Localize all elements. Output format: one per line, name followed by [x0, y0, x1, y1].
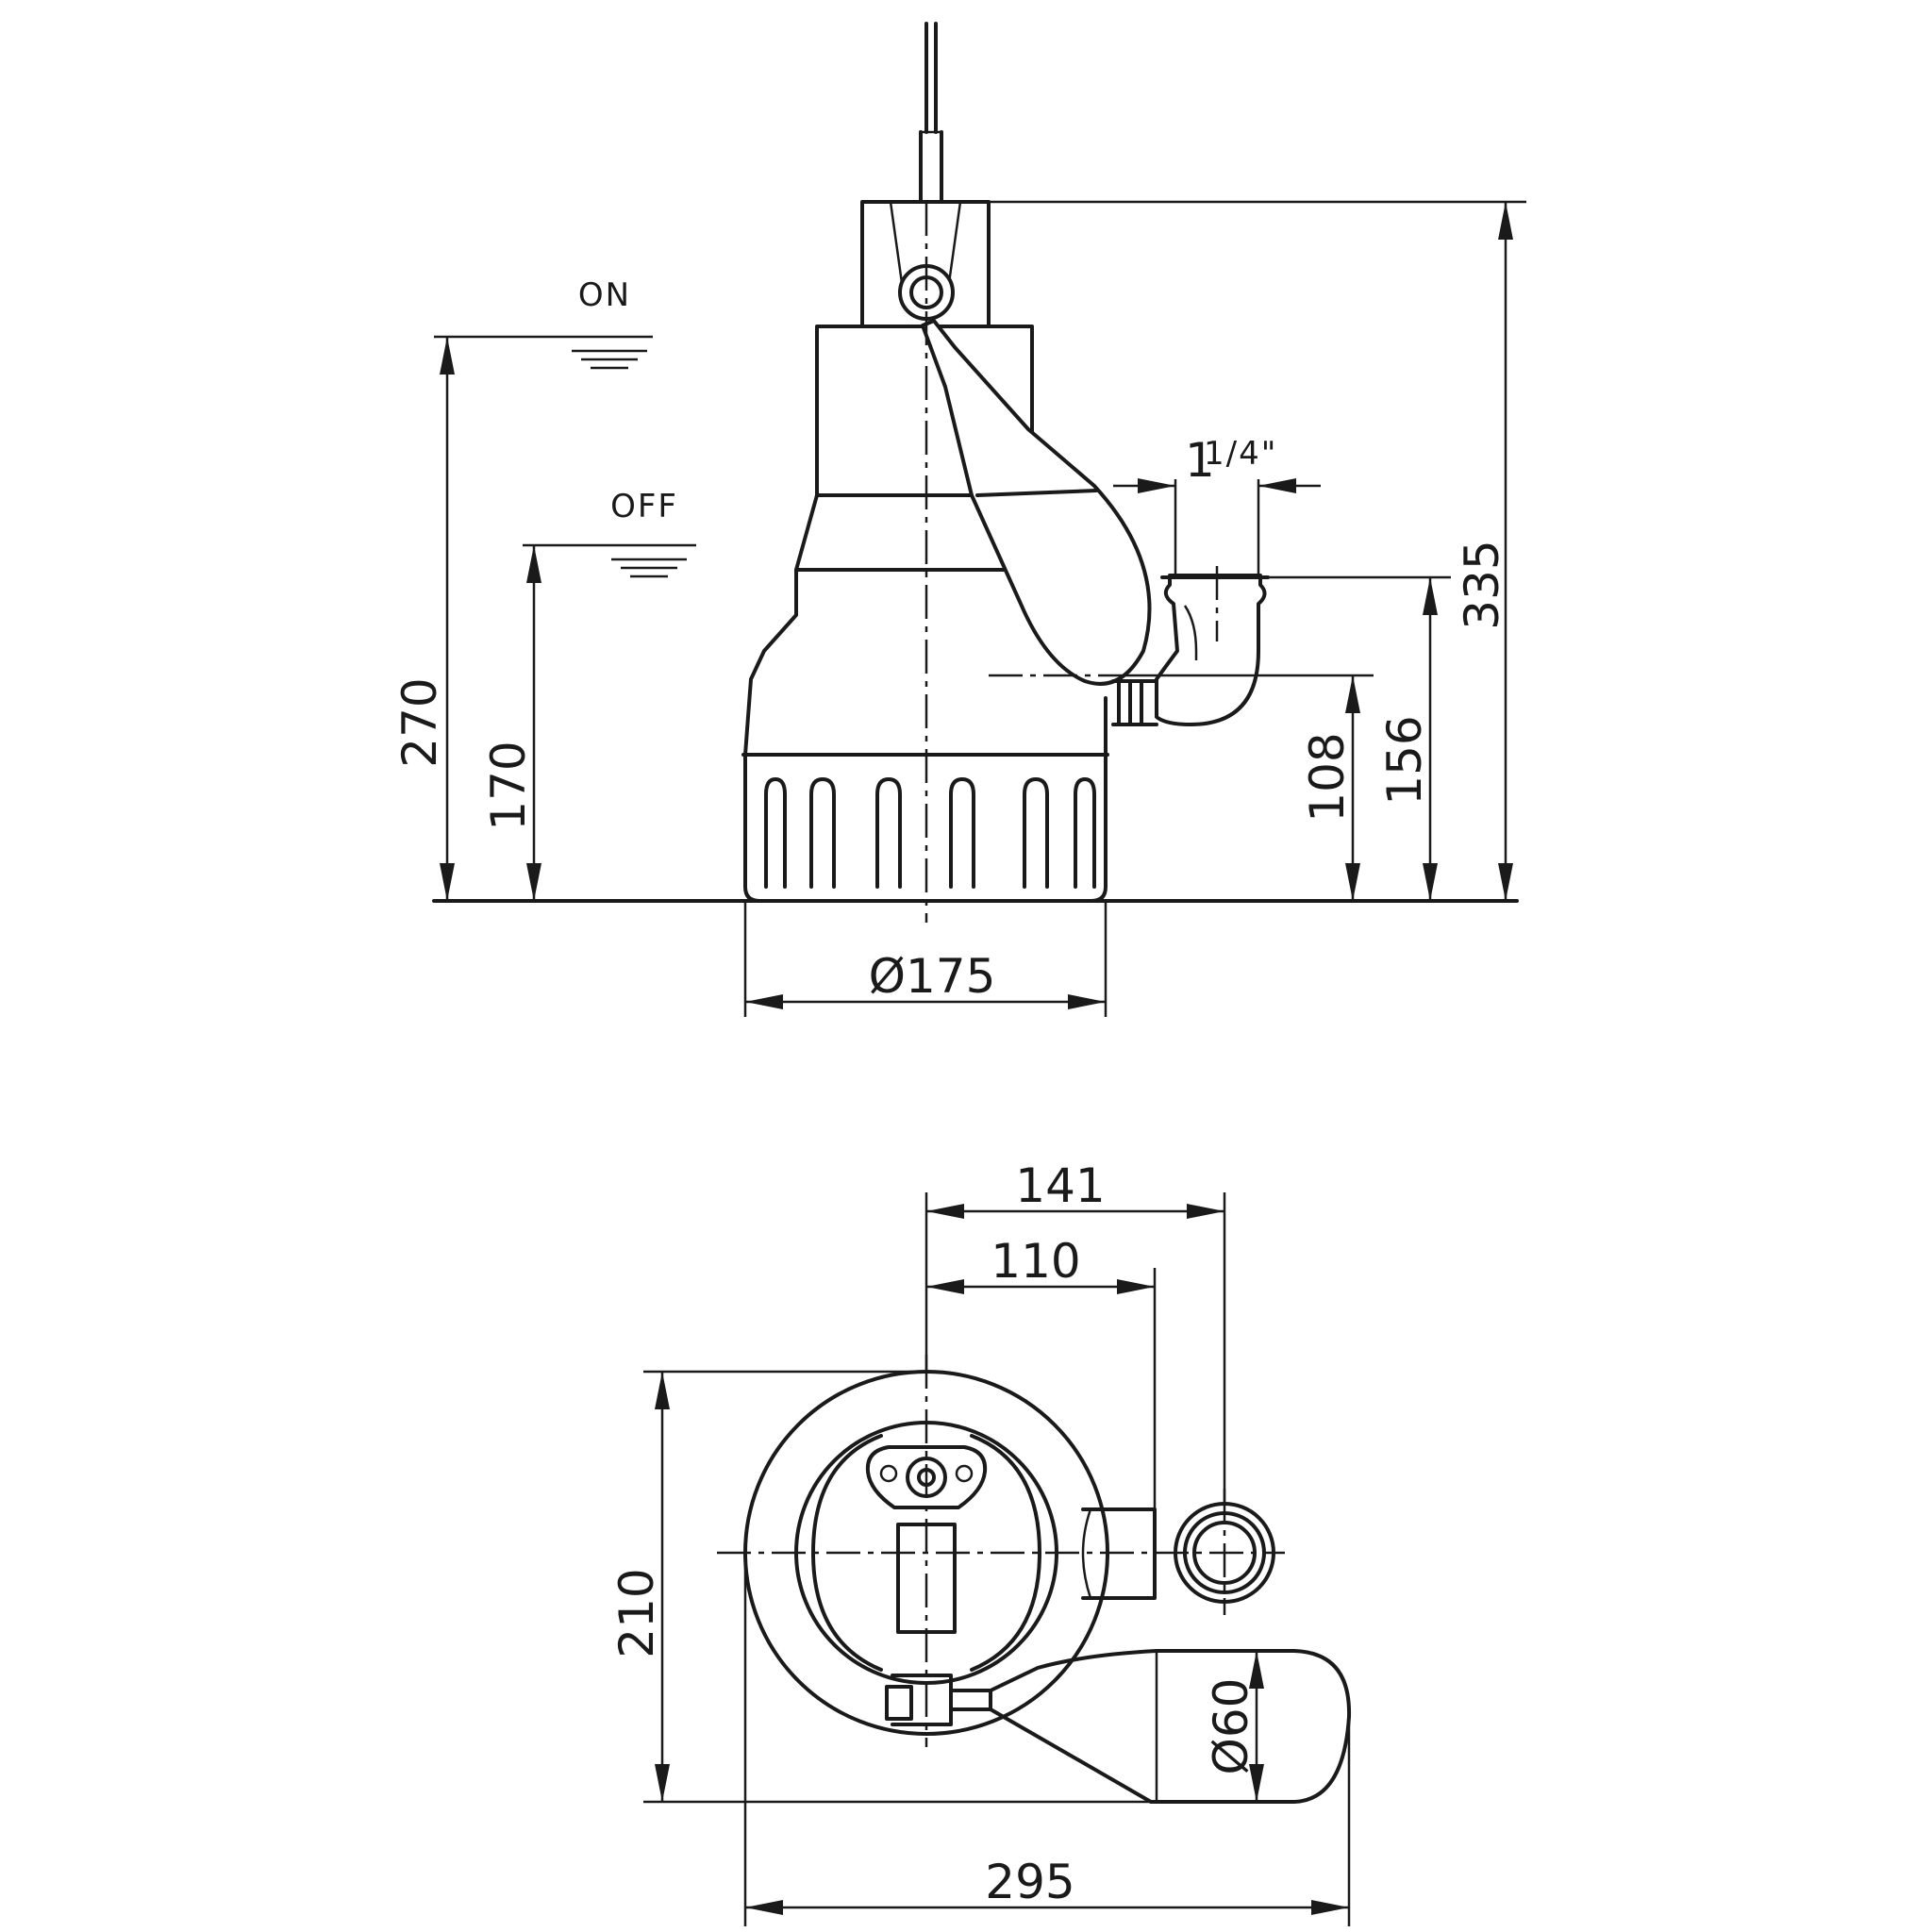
water-level-off: OFF: [523, 488, 696, 578]
dimension-body-diameter: Ø175: [743, 901, 1108, 1017]
dimension-outlet-flange-offset: 110: [926, 1234, 1157, 1509]
dimension-on-height: 270: [392, 337, 455, 901]
svg-text:141: 141: [1015, 1158, 1105, 1213]
svg-text:1: 1: [1185, 433, 1215, 488]
dimension-outlet-top-height: 156: [1268, 575, 1451, 901]
water-level-on: ON: [434, 276, 653, 370]
float-plan: [885, 1649, 1352, 1804]
svg-text:295: 295: [985, 1855, 1074, 1909]
discharge-elbow: [1111, 574, 1270, 726]
svg-text:335: 335: [1455, 540, 1509, 629]
level-on-label: ON: [578, 276, 631, 314]
svg-text:270: 270: [392, 677, 447, 767]
dimension-float-diameter: Ø60: [1204, 1651, 1264, 1802]
float-switch: [898, 264, 1152, 686]
svg-text:110: 110: [991, 1234, 1080, 1289]
svg-text:210: 210: [609, 1568, 664, 1657]
svg-text:1/4": 1/4": [1204, 435, 1277, 473]
dimension-total-height: 335: [989, 200, 1526, 901]
top-view: 141 110 210 295: [609, 1158, 1352, 1926]
dimension-depth: 210: [609, 1370, 1151, 1804]
side-view: ON OFF 270 170: [392, 22, 1526, 1017]
svg-text:Ø175: Ø175: [869, 949, 996, 1004]
strainer-slots: [764, 777, 1096, 889]
svg-text:Ø60: Ø60: [1204, 1678, 1258, 1775]
power-cable: [919, 22, 943, 204]
dimension-off-height: 170: [481, 545, 541, 901]
svg-text:170: 170: [481, 741, 536, 830]
svg-text:108: 108: [1300, 732, 1355, 822]
dimension-outlet-thread: 1 1/4": [1113, 433, 1321, 577]
dimension-width: 295: [743, 1553, 1351, 1926]
dimension-outlet-center-offset: 141: [924, 1158, 1226, 1504]
dimension-outlet-axis-height: 108: [1113, 674, 1374, 901]
level-off-label: OFF: [610, 488, 678, 525]
svg-text:156: 156: [1377, 715, 1432, 805]
